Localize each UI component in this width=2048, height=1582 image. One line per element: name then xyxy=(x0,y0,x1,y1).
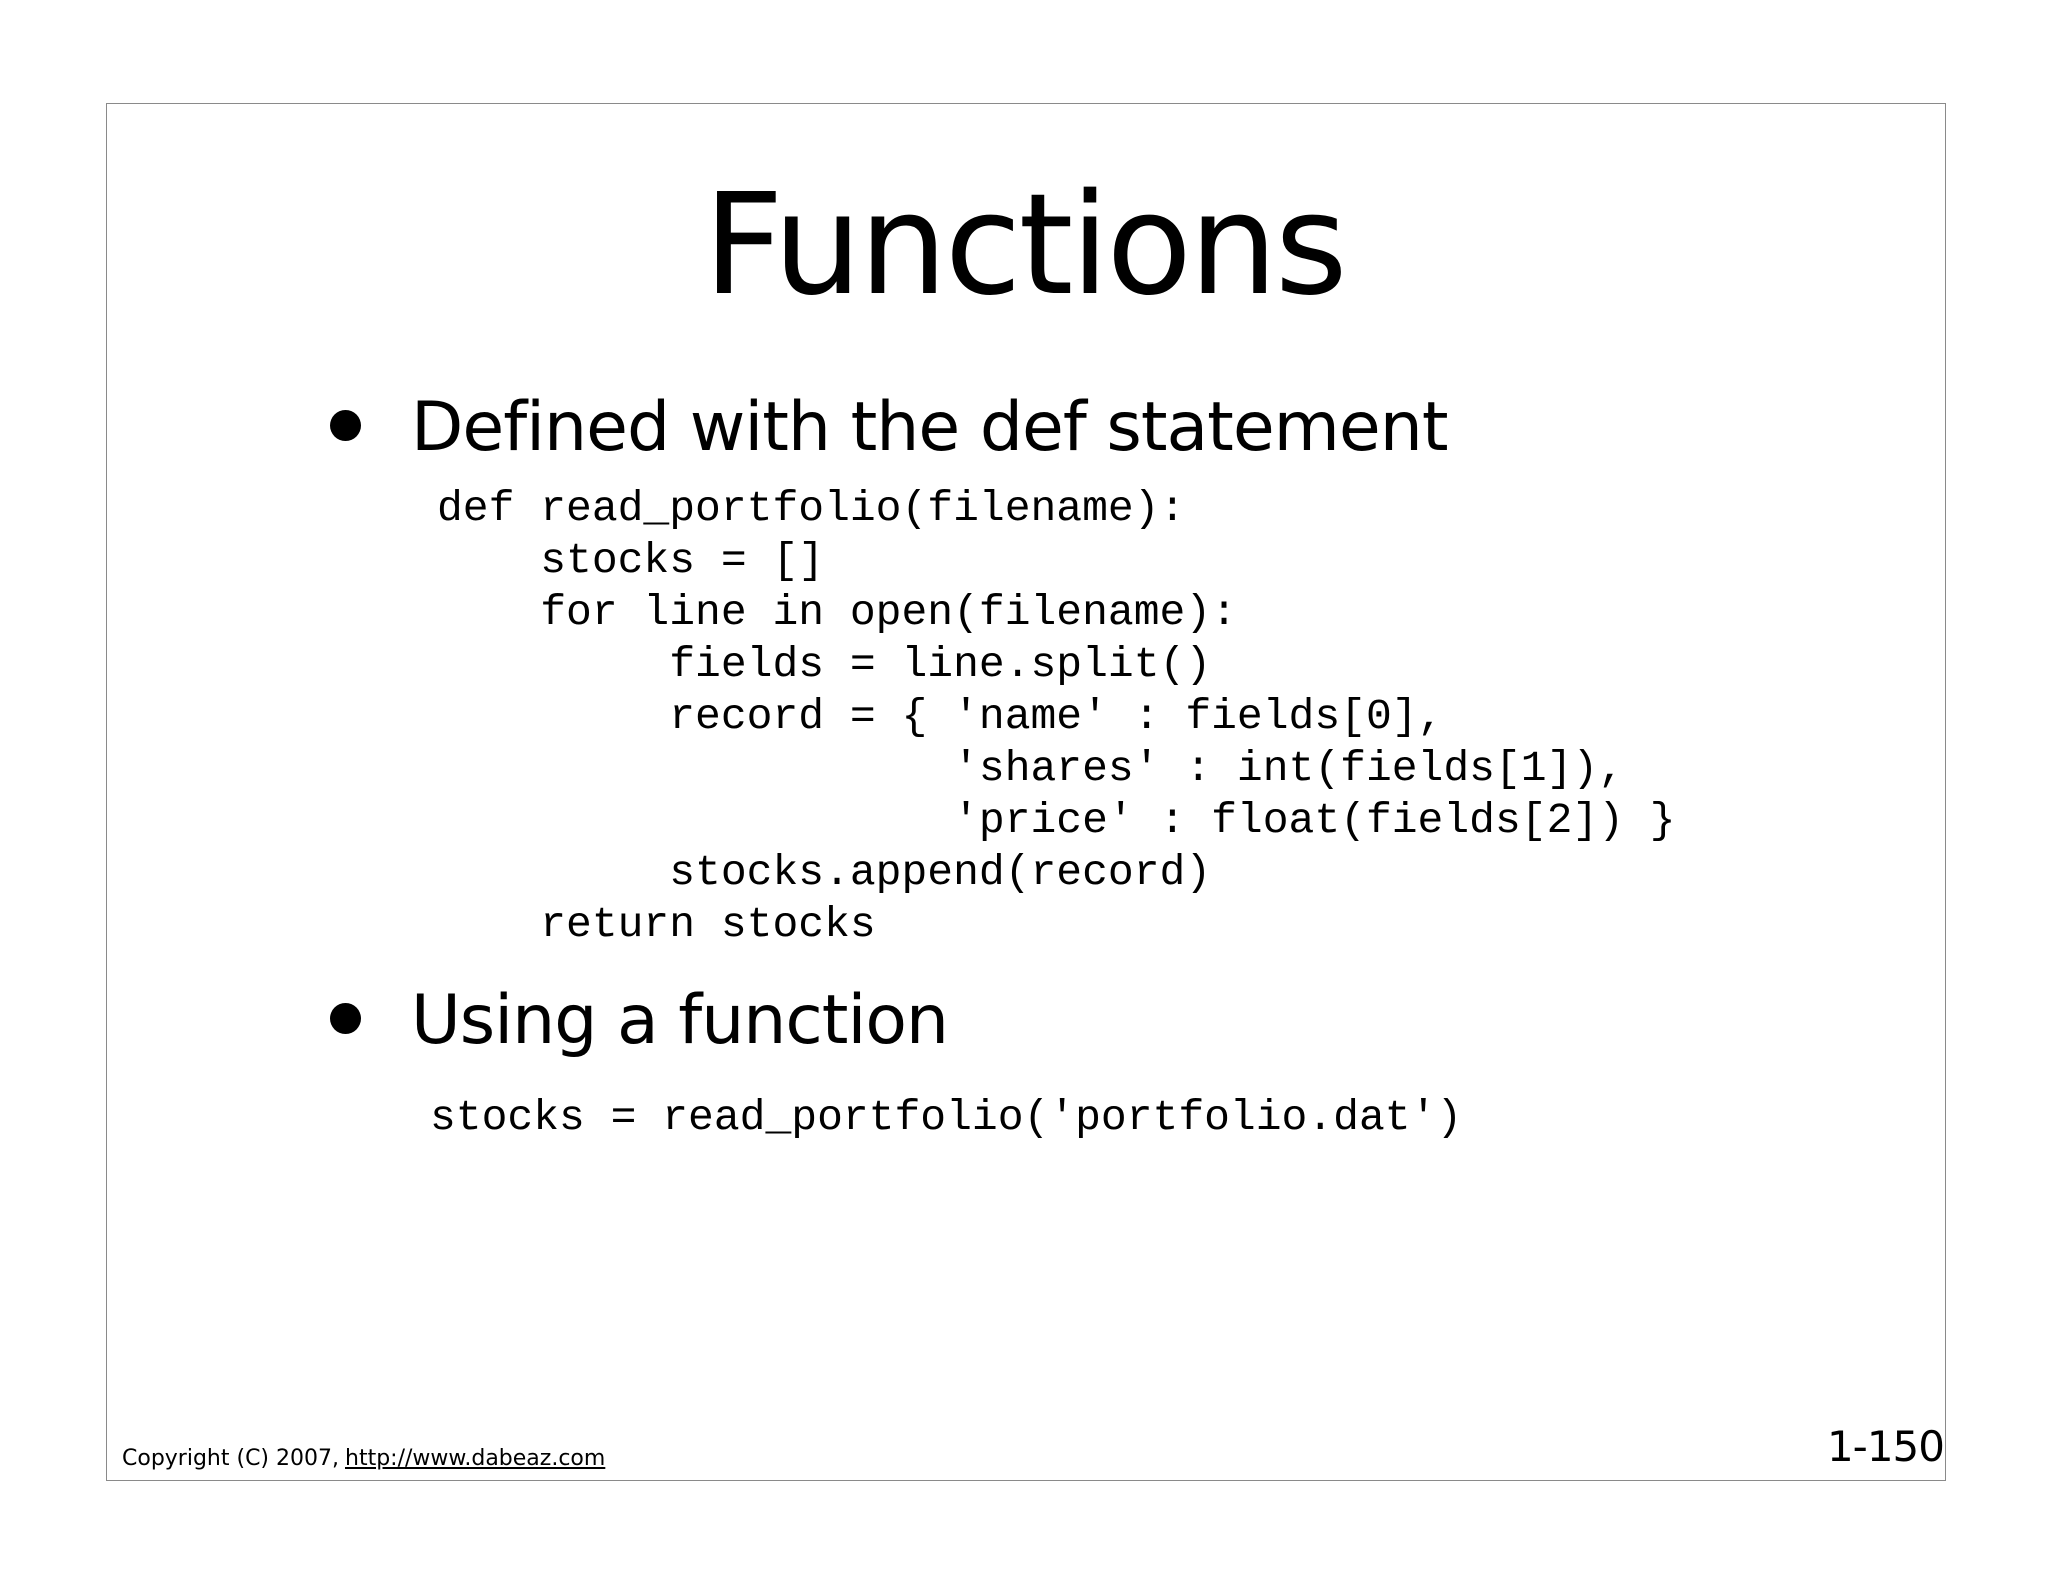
footer: Copyright (C) 2007,http://www.dabeaz.com xyxy=(122,1446,605,1472)
bullet-dot-icon xyxy=(330,409,361,441)
code-block-function-definition: def read_portfolio(filename): stocks = [… xyxy=(437,484,1676,949)
slide-frame xyxy=(106,103,1946,1481)
page-number: 1-150 xyxy=(1826,1422,1945,1471)
bullet-text: Defined with the def statement xyxy=(411,388,1448,467)
copyright-text: Copyright (C) 2007, xyxy=(122,1446,339,1471)
bullet-text: Using a function xyxy=(411,981,949,1060)
code-block-function-call: stocks = read_portfolio('portfolio.dat') xyxy=(430,1093,1463,1142)
website-link[interactable]: http://www.dabeaz.com xyxy=(345,1446,606,1471)
bullet-dot-icon xyxy=(330,1002,361,1034)
bullet-item-def-statement: Defined with the def statement xyxy=(330,388,1448,468)
slide-title: Functions xyxy=(703,164,1347,327)
bullet-item-using-function: Using a function xyxy=(330,981,949,1061)
